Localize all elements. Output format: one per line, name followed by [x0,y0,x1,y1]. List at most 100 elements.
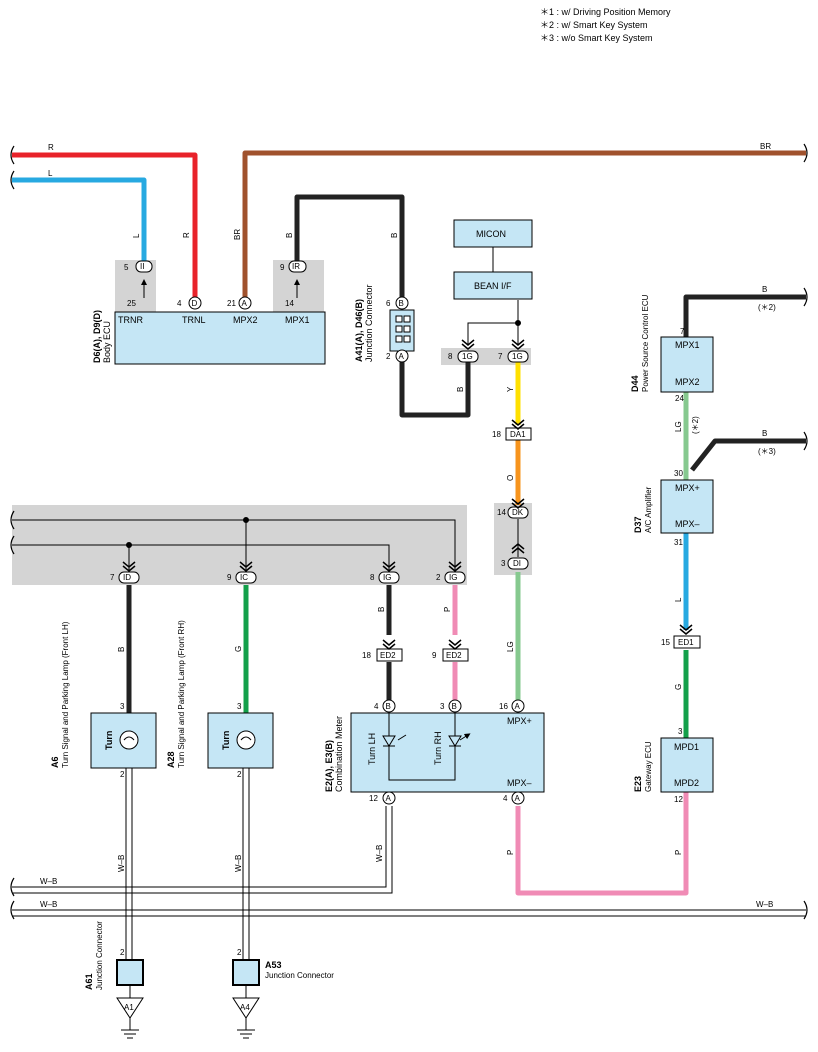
wire-b-ps [683,294,806,337]
thin-lines [12,279,521,570]
meter-pin-4b: 4 [503,794,508,803]
jc-top-name: Junction Connector [364,284,374,362]
label-wb-bus1: W–B [40,877,57,886]
wire-p [515,792,689,896]
dk-pin: 14 [497,508,506,517]
ed2-pin-18: 18 [362,651,371,660]
a28-name: Turn Signal and Parking Lamp (Front RH) [177,620,186,768]
label-br-drop: BR [233,229,242,240]
ed1-pin: 15 [661,638,670,647]
ac-name: A/C Amplifier [644,486,653,533]
junction-a61: 2 A1 A61 Junction Connector [84,921,144,1039]
combination-meter: B B A A A 4 3 16 12 4 MPX+ MPX– Turn LH … [324,699,545,805]
jc-top-code: A41(A), D46(B) [354,299,364,362]
wb-wires [12,768,806,960]
label-r-top: R [48,143,54,152]
jc-letter-b: B [399,299,404,308]
shaded-regions [12,260,532,585]
a28-pin-3: 3 [237,702,242,711]
conn-a: A [242,299,248,308]
label-p-gateway: P [674,850,683,855]
gw-code: E23 [633,776,643,792]
pin-7-1g: 7 [498,352,503,361]
meter-mpx-minus: MPX– [507,778,532,788]
break-marks [10,143,808,920]
label-b-ig: B [377,607,386,612]
meter-pin-3: 3 [440,702,445,711]
meter-conn-b2: B [452,702,457,711]
label-lg-ps-note: (＊2) [691,416,700,434]
label-b-ps-note: (＊2) [758,303,776,312]
wire-b-top [294,194,405,297]
conn-ir: IR [292,262,300,271]
jb-pin-7: 7 [110,573,115,582]
gw-pin-3: 3 [678,727,683,736]
a28-code: A28 [166,751,176,768]
lamp-a6: Turn 3 2 A6 Turn Signal and Parking Lamp… [50,621,157,779]
conn-ed2: ED2 18 ED2 9 [362,648,469,662]
footnote-3: ＊3 : w/o Smart Key System [540,33,653,43]
pin-mpx2: MPX2 [233,315,258,325]
jb-pin-2: 2 [436,573,441,582]
label-wb-a28: W–B [234,855,243,872]
meter-conn-a2: A [386,794,392,803]
wire-b-under [399,362,471,418]
label-l-ac: L [674,597,683,602]
label-o: O [506,475,515,481]
a61-name: Junction Connector [95,921,104,990]
label-g-ac: G [674,684,683,690]
wire-br [242,150,806,297]
label-wb-meter: W–B [375,845,384,862]
pin-no-14: 14 [285,299,294,308]
ac-mpx-minus: MPX– [675,519,700,529]
ac-pin-31: 31 [674,538,683,547]
pin-trnl: TRNL [182,315,206,325]
label-b-ps: B [762,285,767,294]
jc-pin-2: 2 [386,352,391,361]
wire-b-ac [690,438,806,472]
bean-if-label: BEAN I/F [474,281,512,291]
junction-connector-top: B A 6 2 A41(A), D46(B) Junction Connecto… [354,284,415,363]
conn-1g: 1G 8 1G 7 [448,350,529,363]
dk-label: DK [512,508,524,517]
label-b-drop: B [285,233,294,238]
ac-mpx-plus: MPX+ [675,483,700,493]
gw-name: Gateway ECU [644,741,653,792]
gw-mpd1: MPD1 [674,742,699,752]
micon-label: MICON [476,229,506,239]
di-label: DI [513,559,521,568]
a53-ground: A4 [240,1003,250,1012]
a28-inner: Turn [221,731,231,750]
jb-ig-1: IG [383,573,391,582]
ps-name: Power Source Control ECU [641,294,650,392]
a6-pin-3: 3 [120,702,125,711]
jb-pin-9: 9 [227,573,232,582]
label-l-drop: L [132,233,141,238]
meter-pin-12: 12 [369,794,378,803]
jb-ig-2: IG [449,573,457,582]
meter-mpx-plus: MPX+ [507,716,532,726]
meter-pin-16: 16 [499,702,508,711]
pin-8-1g: 8 [448,352,453,361]
label-br-top: BR [760,142,771,151]
label-b-under: B [456,387,465,392]
a6-code: A6 [50,756,60,768]
meter-name: Combination Meter [334,716,344,792]
pin-no-25: 25 [127,299,136,308]
a6-pin-2: 2 [120,770,125,779]
pin-no-5: 5 [124,263,129,272]
label-r-drop: R [182,232,191,238]
label-b-id: B [117,647,126,652]
gw-pin-12: 12 [674,795,683,804]
conn-d: D [192,299,198,308]
wire-r [12,152,198,297]
gateway-ecu: MPD1 MPD2 3 12 E23 Gateway ECU [633,727,714,804]
footnote-2: ＊2 : w/ Smart Key System [540,20,648,30]
micon-block: MICON BEAN I/F [453,219,533,300]
label-wb-a6: W–B [117,855,126,872]
body-ecu-code: D6(A), D9(D) [92,310,102,363]
footnote-1: ＊1 : w/ Driving Position Memory [540,7,671,17]
label-y: Y [506,386,515,392]
body-ecu-box [114,311,326,365]
label-b-ac: B [762,429,767,438]
